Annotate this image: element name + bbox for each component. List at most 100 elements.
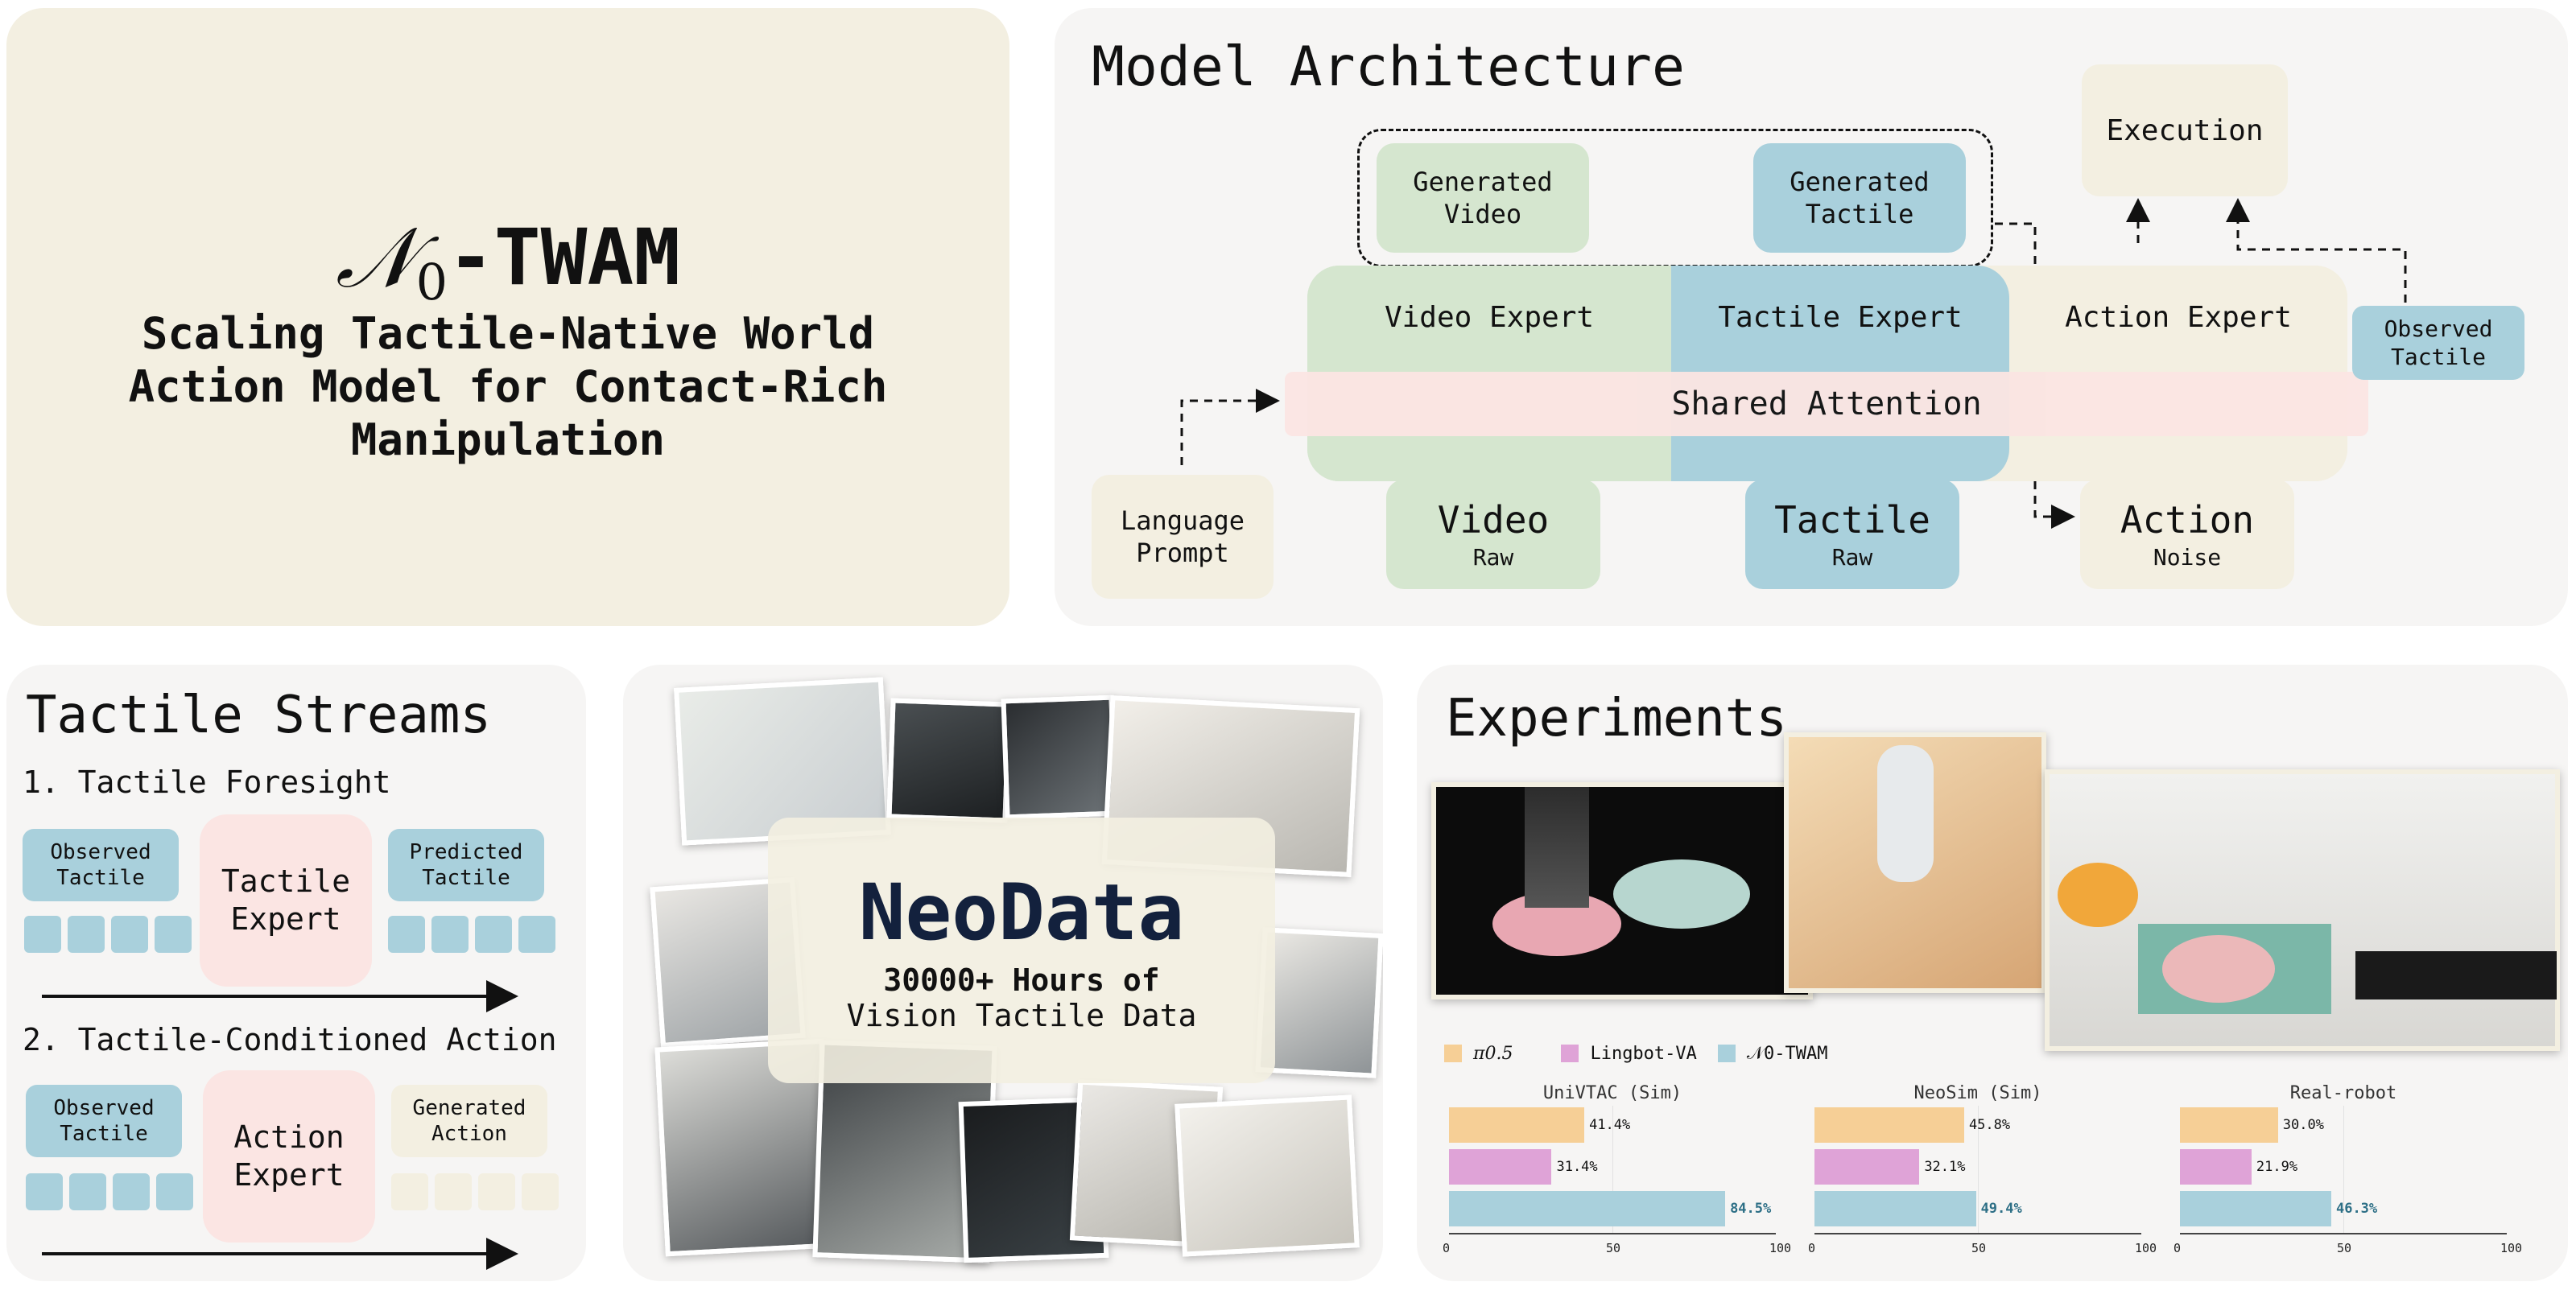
item1-expert-box: Tactile Expert (200, 814, 372, 987)
chart-bar (1449, 1107, 1585, 1143)
chart-axis (1449, 1233, 1776, 1234)
plate-green (1613, 859, 1750, 929)
chart-axis (1814, 1233, 2141, 1234)
neodata-panel: NeoData 30000+ Hours of Vision Tactile D… (623, 665, 1383, 1281)
chart-tick-label: 50 (1606, 1241, 1621, 1255)
tactile-raw-sub: Raw (1831, 544, 1873, 571)
chart-bar (2180, 1107, 2278, 1143)
architecture-panel: Model Architecture Generated Video Gener… (1055, 8, 2568, 626)
item1-observed-line: Tactile (56, 866, 145, 890)
token-square (431, 916, 469, 953)
tactile-raw-box: Tactile Raw (1745, 480, 1959, 589)
generated-video-line: Generated (1413, 167, 1553, 197)
experiments-panel: Experiments π0.5 Lingbot-VA 𝒩0-TWAM UniV… (1417, 665, 2568, 1281)
arrow-language (1180, 389, 1280, 465)
legend-label: 𝒩0-TWAM (1746, 1043, 1828, 1064)
chart-data-label: 30.0% (2282, 1117, 2324, 1133)
chart-data-label: 32.1% (1924, 1159, 1966, 1175)
legend-swatch (1561, 1045, 1579, 1062)
chart-gridline (1612, 1106, 1613, 1233)
item1-predicted-line: Tactile (422, 866, 510, 890)
observed-tactile-box: Observed Tactile (2352, 306, 2524, 380)
language-prompt-box: Language Prompt (1092, 475, 1274, 599)
item1-observed-line: Observed (50, 839, 151, 864)
data-photo (1174, 1094, 1360, 1257)
subtitle-line: Manipulation (350, 414, 666, 465)
video-raw-main: Video (1437, 497, 1550, 542)
chart-data-label: 45.8% (1968, 1117, 2011, 1133)
shared-attention-bar: Shared Attention (1285, 372, 2368, 436)
item2-expert-line: Action (233, 1119, 345, 1155)
fruit-bowl (2058, 863, 2138, 927)
action-noise-box: Action Noise (2080, 480, 2294, 589)
execution-label: Execution (2106, 113, 2264, 147)
architecture-heading: Model Architecture (1092, 35, 1685, 99)
tactile-streams-panel: Tactile Streams 1. Tactile Foresight Obs… (6, 665, 586, 1281)
token-square (435, 1173, 472, 1210)
chart-title: UniVTAC (Sim) (1542, 1083, 1682, 1103)
neodata-title: NeoData (858, 868, 1185, 958)
token-square (26, 1173, 63, 1210)
plate (2162, 935, 2275, 1003)
chart-bar (2180, 1149, 2252, 1185)
video-expert-label: Video Expert (1384, 300, 1595, 334)
shared-attention-label: Shared Attention (1671, 385, 1982, 422)
legend: π0.5 Lingbot-VA 𝒩0-TWAM (1444, 1041, 1827, 1065)
robot-arm (1525, 787, 1589, 908)
token-square (113, 1173, 150, 1210)
legend-swatch (1717, 1045, 1736, 1062)
neodata-line1: 30000+ Hours of (883, 962, 1160, 998)
token-square (475, 916, 512, 953)
generated-video-box: Generated Video (1377, 143, 1589, 253)
chart-data-label: 21.9% (2256, 1159, 2298, 1175)
generated-tactile-line: Tactile (1805, 199, 1914, 229)
item1-title: 1. Tactile Foresight (23, 765, 391, 800)
chart-bar (1449, 1149, 1552, 1185)
item2-observed-line: Tactile (60, 1122, 148, 1146)
video-raw-sub: Raw (1472, 544, 1514, 571)
chart-tick-label: 100 (2500, 1241, 2523, 1255)
tactile-raw-main: Tactile (1774, 497, 1930, 542)
arrow-generated-tactile (1995, 222, 2037, 267)
token-square (518, 916, 555, 953)
legend-item: π0.5 (1444, 1044, 1513, 1064)
arrow-observed-execution (2226, 198, 2407, 303)
token-square (391, 1173, 428, 1210)
item2-title: 2. Tactile-Conditioned Action (23, 1022, 557, 1057)
black-stand (2355, 951, 2557, 999)
action-noise-main: Action (2120, 497, 2255, 542)
chart-data-label: 84.5% (1730, 1201, 1772, 1217)
item2-generated-line: Generated (412, 1095, 526, 1120)
item1-predicted-line: Predicted (409, 839, 523, 864)
chart-tick-label: 100 (2135, 1241, 2157, 1255)
neodata-card: NeoData 30000+ Hours of Vision Tactile D… (768, 818, 1275, 1083)
legend-item: 𝒩0-TWAM (1717, 1043, 1828, 1064)
generated-video-line: Video (1443, 199, 1522, 229)
chart-gridline (1978, 1106, 1979, 1233)
experiments-heading: Experiments (1446, 689, 1787, 748)
chart-tick-label: 0 (1443, 1241, 1451, 1255)
observed-tactile-line: Observed (2384, 315, 2493, 342)
legend-label: Lingbot-VA (1590, 1043, 1697, 1064)
experiment-photo-real (2045, 769, 2560, 1051)
chart-bar (1814, 1149, 1920, 1185)
chart-bar (1814, 1107, 1964, 1143)
chart-tick-label: 100 (1769, 1241, 1792, 1255)
logo-suffix: -TWAM (448, 212, 681, 303)
tactile-expert-label: Tactile Expert (1718, 300, 1963, 334)
action-expert-label: Action Expert (2065, 300, 2292, 334)
chart-tick-label: 50 (2337, 1241, 2352, 1255)
generated-tactile-box: Generated Tactile (1753, 143, 1966, 253)
chart-bar (1449, 1191, 1726, 1226)
item2-expert-box: Action Expert (203, 1070, 375, 1243)
subtitle-line: Scaling Tactile-Native World (141, 308, 875, 359)
chart-data-label: 49.4% (1980, 1201, 2022, 1217)
chart-data-label: 46.3% (2335, 1201, 2378, 1217)
chart-tick-label: 0 (2174, 1241, 2182, 1255)
data-photo (1001, 694, 1118, 820)
logo-sub: 0 (415, 252, 448, 311)
